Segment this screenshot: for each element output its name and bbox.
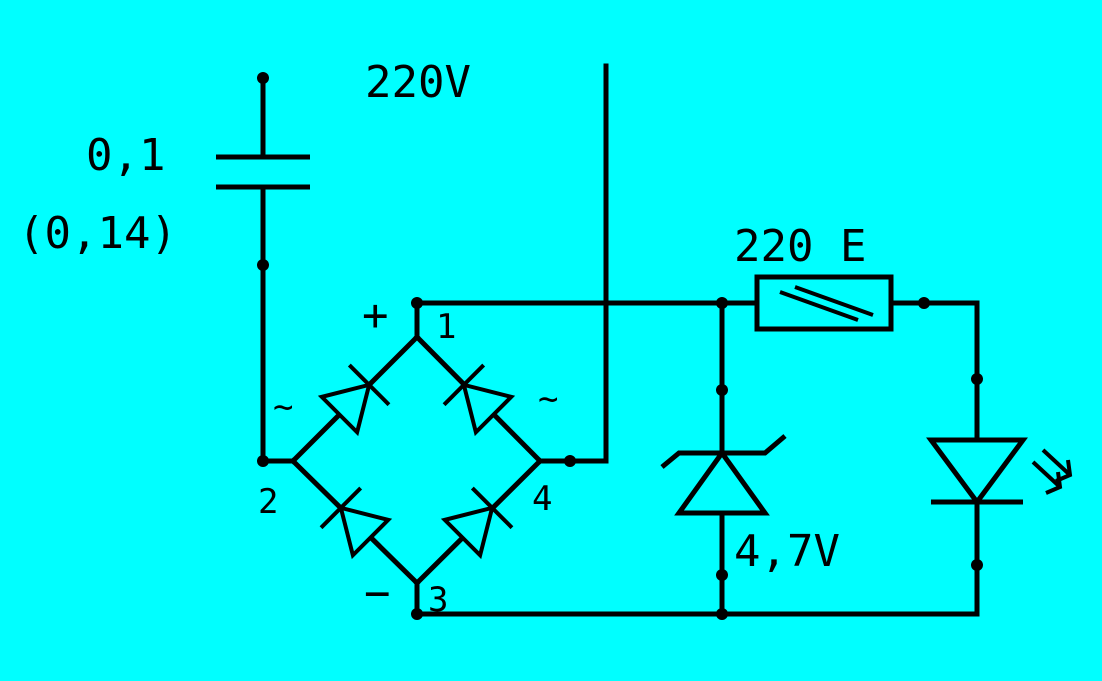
junction-dots <box>257 72 983 620</box>
dot-node4 <box>564 455 576 467</box>
dot-zener-bottom-rail <box>716 608 728 620</box>
resistor-symbol <box>754 274 894 332</box>
led-symbol <box>926 437 1028 507</box>
node-4-label: 4 <box>532 479 552 519</box>
capacitor-symbol <box>216 154 310 190</box>
diode-top-right <box>442 363 516 437</box>
node-2-label: 2 <box>258 482 278 522</box>
resistor-value-label: 220 E <box>734 221 866 272</box>
dot-led-lower <box>971 559 983 571</box>
diode-bottom-right <box>440 486 514 560</box>
dot-node2 <box>257 455 269 467</box>
diode-top-left <box>317 363 391 437</box>
dot-resistor-right <box>918 297 930 309</box>
node-1-label: 1 <box>436 307 456 347</box>
dot-zener-upper <box>716 384 728 396</box>
dot-zener-lower <box>716 569 728 581</box>
zener-voltage-label: 4,7V <box>734 526 840 577</box>
bridge-ac-right-label: ~ <box>538 379 558 419</box>
dot-node3 <box>411 608 423 620</box>
bridge-ac-left-label: ~ <box>273 387 293 427</box>
dot-cap-top <box>257 72 269 84</box>
capacitor-value-label: 0,1 <box>86 130 165 181</box>
dot-zener-top-rail <box>716 297 728 309</box>
capacitor-alt-value-label: (0,14) <box>18 208 177 259</box>
light-rays-icon <box>1031 448 1073 495</box>
dot-led-upper <box>971 373 983 385</box>
diode-bottom-left <box>319 486 393 560</box>
dot-cap-bottom <box>257 259 269 271</box>
bridge-diodes <box>317 363 516 560</box>
zener-symbol <box>660 434 787 516</box>
dot-node1 <box>411 297 423 309</box>
bridge-minus-label: − <box>364 568 391 619</box>
supply-voltage-label: 220V <box>365 57 471 108</box>
node-3-label: 3 <box>428 580 448 620</box>
bridge-plus-label: + <box>362 290 389 341</box>
